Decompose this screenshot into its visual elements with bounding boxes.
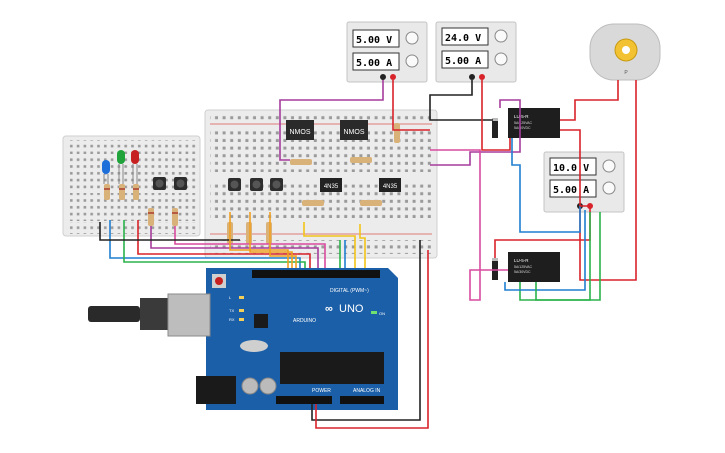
svg-text:TX: TX — [229, 308, 234, 313]
svg-text:RX: RX — [229, 317, 235, 322]
svg-text:5.00 A: 5.00 A — [356, 58, 392, 69]
wires — [99, 80, 637, 429]
relay-1[interactable]: LU-5-R 5A/125VAC 5A/30VDC — [492, 108, 560, 138]
led-green[interactable] — [117, 150, 125, 184]
svg-text:4N35: 4N35 — [324, 184, 339, 190]
arduino-logo-infinity: ∞ — [325, 303, 333, 315]
small-breadboard[interactable] — [62, 135, 201, 237]
power-supply-1[interactable]: 5.00 V 5.00 A — [346, 21, 428, 83]
svg-text:NMOS: NMOS — [344, 129, 365, 136]
dc-motor[interactable]: P — [589, 23, 661, 81]
power-supply-3[interactable]: 10.0 V 5.00 A — [543, 151, 625, 213]
optocoupler-2[interactable]: 4N35 — [379, 178, 401, 192]
arduino-uno[interactable]: L TX RX ON ∞ UNO ARDUINO DIGITAL (PWM~) … — [88, 268, 398, 410]
svg-text:NMOS: NMOS — [290, 129, 311, 136]
led-blue[interactable] — [102, 160, 110, 184]
svg-text:P: P — [624, 70, 628, 76]
resistors-small-board[interactable] — [104, 184, 178, 226]
svg-text:5A/125VAC: 5A/125VAC — [514, 121, 533, 125]
push-buttons-small-board[interactable] — [153, 177, 187, 190]
svg-text:POWER: POWER — [312, 388, 331, 394]
svg-text:5.00 A: 5.00 A — [553, 185, 589, 196]
svg-text:ANALOG IN: ANALOG IN — [353, 388, 381, 394]
optocoupler-1[interactable]: 4N35 — [320, 178, 342, 192]
svg-text:5A/125VAC: 5A/125VAC — [514, 265, 533, 269]
nmos-transistor-2[interactable]: NMOS — [340, 120, 368, 140]
svg-text:LU-5-R: LU-5-R — [514, 258, 529, 263]
svg-text:ON: ON — [379, 311, 385, 316]
svg-text:10.0 V: 10.0 V — [553, 163, 589, 174]
svg-text:L: L — [229, 295, 232, 300]
led-red[interactable] — [131, 150, 139, 184]
svg-text:ARDUINO: ARDUINO — [293, 318, 316, 324]
relay-2[interactable]: LU-5-R 5A/125VAC 5A/30VDC — [492, 252, 560, 282]
svg-text:UNO: UNO — [339, 303, 364, 315]
svg-text:24.0 V: 24.0 V — [445, 33, 481, 44]
svg-text:4N35: 4N35 — [383, 184, 398, 190]
svg-text:DIGITAL (PWM~): DIGITAL (PWM~) — [330, 288, 369, 294]
power-supply-2[interactable]: 24.0 V 5.00 A — [435, 21, 517, 83]
svg-text:5A/30VDC: 5A/30VDC — [514, 126, 531, 130]
svg-text:5.00 A: 5.00 A — [445, 56, 481, 67]
svg-text:5.00 V: 5.00 V — [356, 35, 392, 46]
svg-text:5A/30VDC: 5A/30VDC — [514, 270, 531, 274]
nmos-transistor-1[interactable]: NMOS — [286, 120, 314, 140]
push-buttons-main-board[interactable] — [228, 178, 283, 191]
svg-text:LU-5-R: LU-5-R — [514, 114, 529, 119]
